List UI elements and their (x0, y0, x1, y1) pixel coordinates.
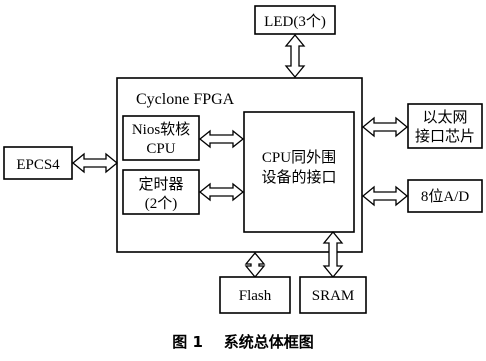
nios-interface-arrow (198, 129, 245, 149)
epcs4-block: EPCS4 (3, 146, 73, 180)
ethernet-chip-block: 以太网 接口芯片 (407, 103, 483, 149)
fpga-sram-arrow (322, 230, 344, 279)
led-label: LED(3个) (264, 13, 326, 30)
epcs4-label: EPCS4 (16, 157, 60, 173)
peripheral-label-line2: 设备的接口 (261, 169, 336, 186)
fpga-title: Cyclone FPGA (136, 91, 235, 108)
nios-label-line2: CPU (146, 141, 175, 157)
fpga-ethernet-arrow (361, 116, 409, 138)
peripheral-interface-block: CPU同外围 设备的接口 (243, 111, 355, 233)
peripheral-label-line1: CPU同外围 (262, 149, 336, 166)
timer-interface-arrow (198, 182, 245, 202)
led-fpga-arrow (284, 33, 306, 79)
fpga-flash-arrow (244, 251, 266, 279)
ethernet-label-line2: 接口芯片 (415, 128, 475, 145)
sram-block: SRAM (299, 276, 367, 314)
nios-label-line1: Nios软核 (132, 121, 190, 138)
fpga-adc-arrow (361, 185, 409, 207)
flash-label: Flash (239, 288, 272, 304)
timer-label-line2: (2个) (145, 195, 178, 212)
sram-label: SRAM (312, 288, 355, 304)
epcs-fpga-arrow (71, 152, 119, 174)
ethernet-label-line1: 以太网 (422, 109, 467, 126)
flash-block: Flash (219, 276, 291, 314)
adc-block: 8位A/D (407, 179, 483, 213)
led-block: LED(3个) (254, 5, 336, 35)
figure-caption: 图 1 系统总体框图 (172, 333, 314, 351)
nios-cpu-block: Nios软核 CPU (122, 115, 200, 161)
timer-block: 定时器 (2个) (122, 169, 200, 215)
adc-label: 8位A/D (421, 188, 470, 205)
timer-label-line1: 定时器 (138, 176, 183, 193)
